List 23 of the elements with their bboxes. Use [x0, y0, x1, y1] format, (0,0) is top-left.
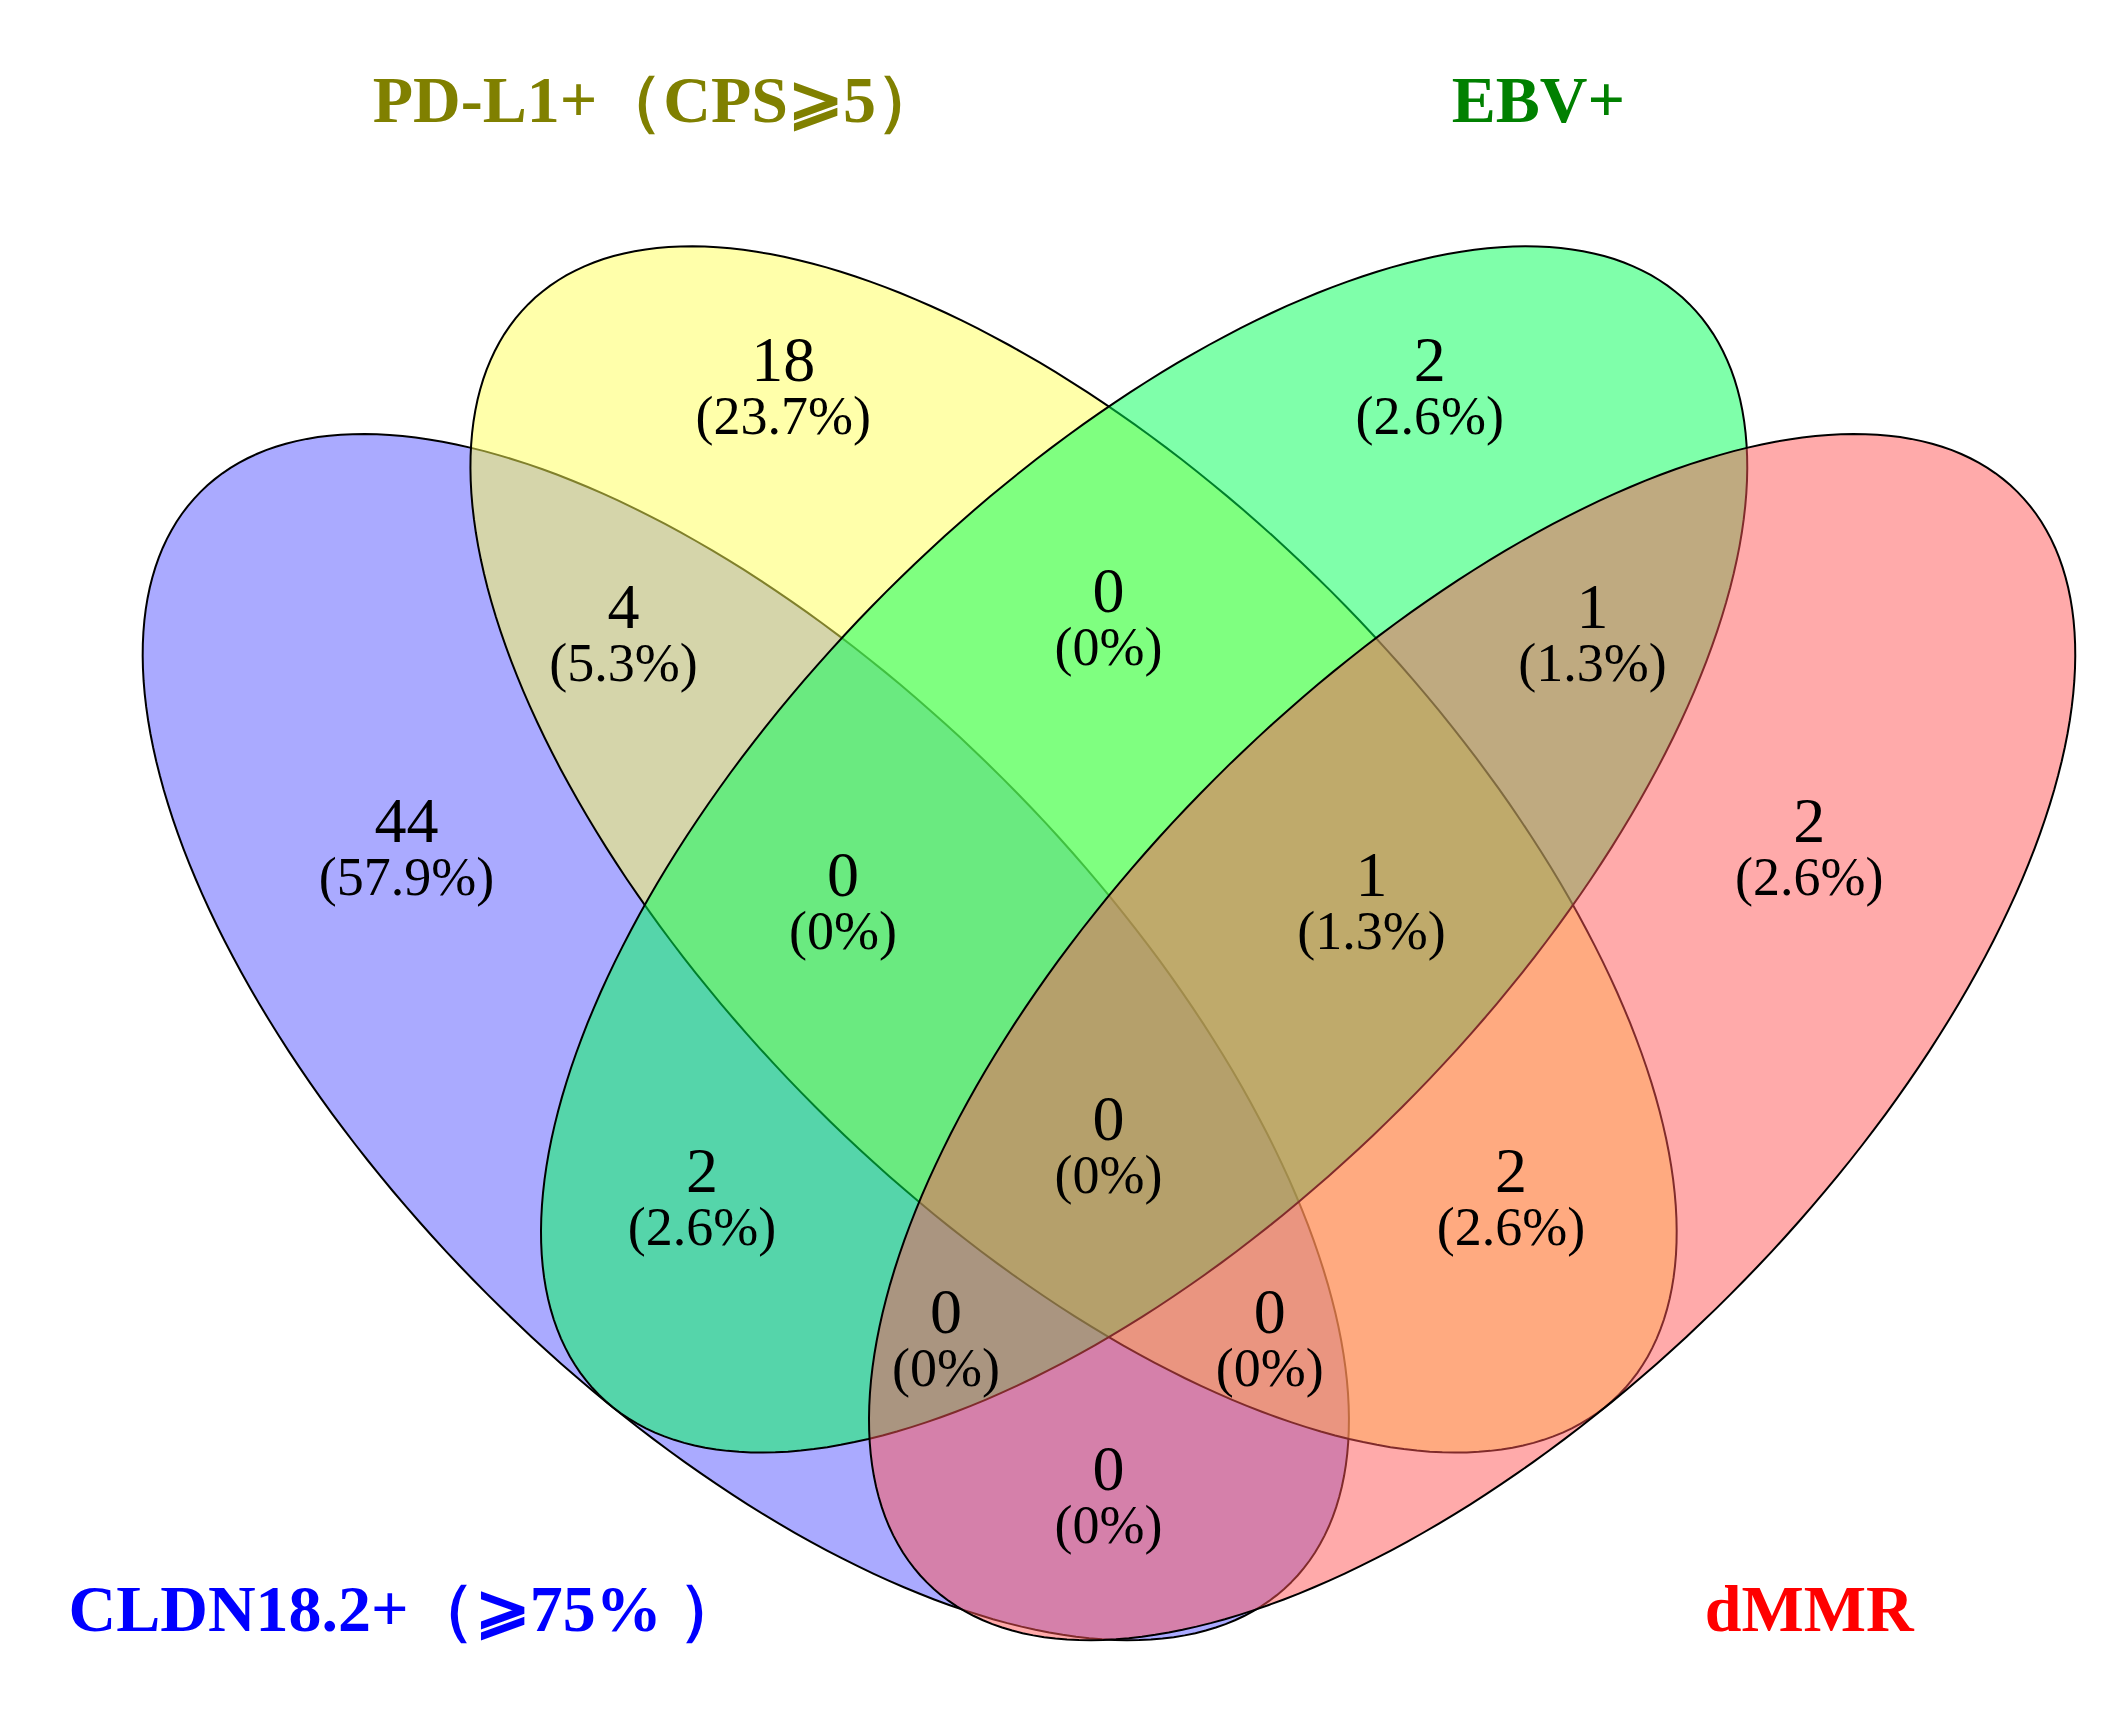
count-label: 2 [1495, 1140, 1528, 1202]
count-label: 2 [686, 1140, 718, 1202]
percent-label: (1.3%) [1297, 906, 1446, 959]
count-label: 0 [826, 845, 859, 906]
set-label: EBV+ [1451, 67, 1625, 134]
count-label: 2 [1413, 330, 1446, 391]
count-label: 2 [1793, 790, 1826, 852]
set-label: PD-L1+（CPS⩾5） [372, 67, 943, 134]
count-label: 0 [1092, 1438, 1125, 1500]
percent-label: (2.6%) [1355, 391, 1504, 444]
set-label: dMMR [1704, 1575, 1914, 1642]
count-label: 0 [1253, 1281, 1286, 1343]
count-label: 1 [1355, 845, 1388, 906]
count-label: 44 [374, 790, 439, 852]
count-label: 1 [1576, 576, 1609, 638]
count-label: 18 [751, 330, 816, 391]
percent-label: (23.7%) [695, 391, 872, 444]
count-label: 0 [929, 1281, 962, 1343]
percent-label: (0%) [788, 906, 897, 959]
count-label: 4 [607, 576, 640, 638]
set-label: CLDN18.2+（⩾75% ） [68, 1575, 745, 1642]
count-label: 0 [1092, 1089, 1125, 1150]
count-label: 0 [1092, 560, 1125, 622]
